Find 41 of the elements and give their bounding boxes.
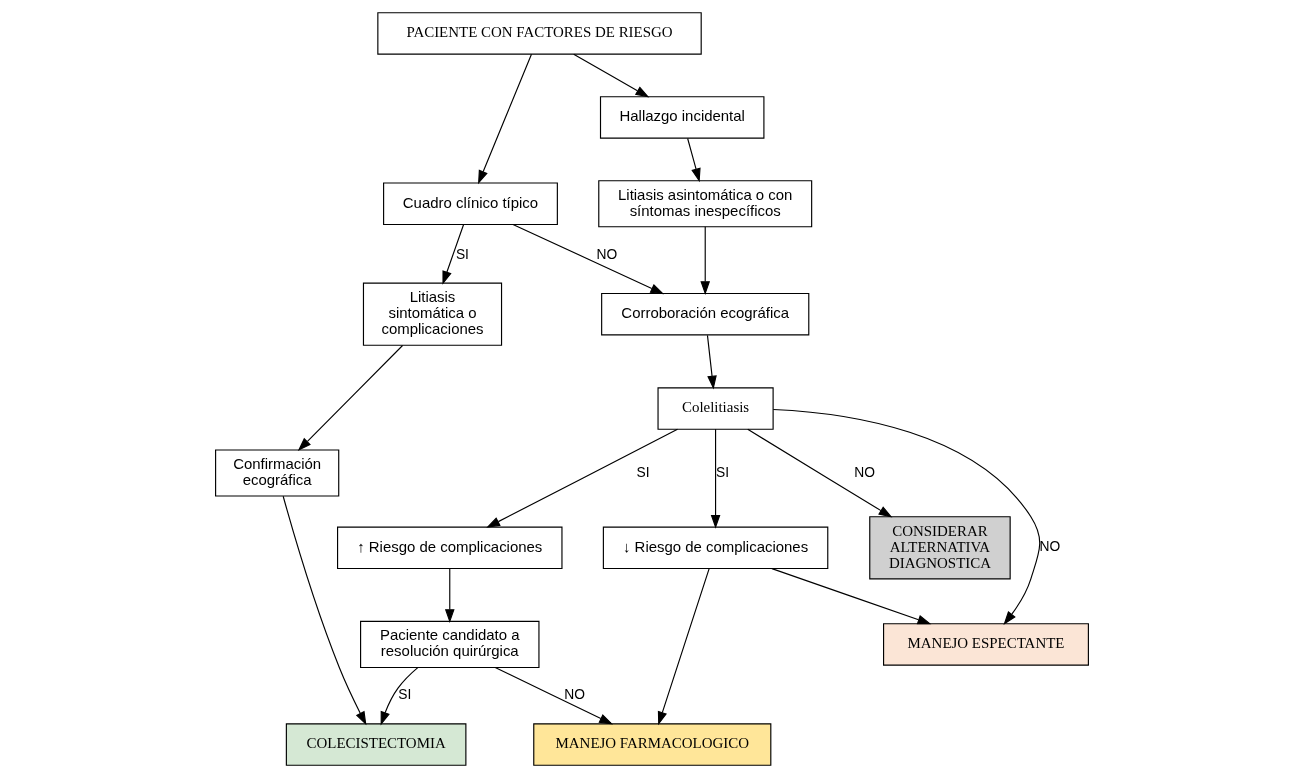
arrow: [710, 428, 721, 529]
arrow: [772, 408, 1041, 625]
arrow: [380, 667, 419, 726]
node-box: Hallazgo incidental: [599, 96, 765, 139]
arrow: [478, 53, 533, 185]
arrow: [486, 428, 679, 528]
arrow: [282, 495, 367, 726]
edge-label: NO: [1039, 539, 1061, 555]
node-box: Litiasis asintomática o con síntomas inespecíficos: [598, 180, 813, 228]
node-box: CONSIDERAR ALTERNATIVA DIAGNOSTICA: [869, 516, 1011, 580]
edge-label: SI: [636, 464, 650, 480]
arrow: [706, 334, 717, 390]
edge-label: SI: [715, 464, 729, 480]
node-box: COLECISTECTOMIA: [285, 723, 467, 766]
arrow: [771, 568, 932, 625]
node-box: ↑ Riesgo de complicaciones: [337, 526, 563, 570]
edge-label: NO: [854, 464, 875, 480]
node-box: Colelitiasis: [657, 387, 774, 430]
edge-label: NO: [596, 246, 618, 262]
arrow: [700, 226, 711, 296]
edge-label: SI: [398, 687, 412, 703]
node-box: ↓ Riesgo de complicaciones: [602, 526, 829, 570]
node-box: Confirmación ecográfica: [215, 449, 340, 497]
edge-label: SI: [455, 246, 469, 262]
arrow: [512, 223, 665, 295]
arrow: [297, 344, 404, 452]
arrow: [442, 224, 465, 285]
node-box: Cuadro clínico típico: [383, 182, 558, 226]
node-box: MANEJO FARMACOLOGICO: [533, 723, 772, 766]
arrow: [687, 137, 701, 183]
node-box: Litiasis sintomática o complicaciones: [362, 282, 503, 346]
node-box: PACIENTE CON FACTORES DE RIESGO: [377, 12, 702, 55]
arrow: [494, 667, 614, 725]
node-box: MANEJO ESPECTANTE: [883, 623, 1089, 666]
node-box: Corroboración ecográfica: [601, 292, 810, 336]
arrow: [657, 568, 710, 726]
arrow: [747, 428, 893, 518]
node-box: Paciente candidato a resolución quirúrgica: [360, 620, 540, 669]
arrow: [444, 568, 455, 624]
arrow: [573, 53, 650, 98]
edge-label: NO: [564, 687, 585, 703]
